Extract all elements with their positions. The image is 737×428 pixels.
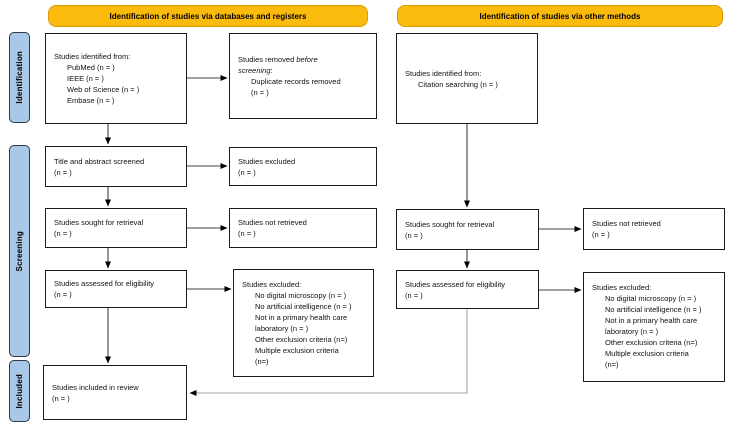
text-line: (n=): [255, 357, 269, 366]
text-line: Web of Science (n = ): [67, 85, 140, 94]
text-line: (n = ): [251, 88, 269, 97]
box-studies-identified-other: Studies identified from: Citation search…: [396, 33, 538, 124]
text-line: (n = ): [54, 167, 72, 177]
text-line: laboratory (n = ): [605, 327, 659, 336]
stage-included-label: Included: [15, 373, 24, 409]
text-line: (n = ): [405, 230, 423, 240]
text-line: Studies sought for retrieval: [405, 219, 495, 229]
stage-identification: Identification: [9, 32, 30, 123]
text-line: Not in a primary health care: [605, 316, 698, 325]
text-line: Not in a primary health care: [255, 313, 348, 322]
box-studies-excluded-screening: Studies excluded (n = ): [229, 147, 377, 186]
text-line: (n = ): [54, 290, 72, 299]
text-line: Studies assessed for eligibility: [405, 279, 506, 289]
text-line: (n = ): [238, 167, 256, 177]
text-line: (n=): [605, 360, 619, 369]
text-line: Studies assessed for eligibility: [54, 279, 155, 288]
text-line: Studies identified from:: [405, 68, 482, 78]
text-line: No artificial intelligence (n = ): [605, 305, 702, 314]
box-title-abstract-screened: Title and abstract screened (n = ): [45, 146, 187, 187]
text-line: (n = ): [238, 229, 256, 238]
text-line: Citation searching (n = ): [418, 79, 498, 89]
box-not-retrieved-databases: Studies not retrieved (n = ): [229, 208, 377, 248]
text-line: Multiple exclusion criteria: [605, 349, 689, 358]
text-line: Embase (n = ): [67, 96, 115, 105]
box-studies-removed-before-screening: Studies removed before screening: Duplic…: [229, 33, 377, 119]
text-line: (n = ): [52, 393, 70, 403]
box-assessed-eligibility-databases: Studies assessed for eligibility (n = ): [45, 270, 187, 308]
text-line: Other exclusion criteria (n=): [605, 338, 698, 347]
box-not-retrieved-other: Studies not retrieved (n = ): [583, 208, 725, 250]
box-excluded-eligibility-other: Studies excluded: No digital microscopy …: [583, 272, 725, 382]
stage-screening-label: Screening: [15, 230, 24, 272]
text-line: Studies identified from:: [54, 52, 131, 61]
header-databases-registers: Identification of studies via databases …: [48, 5, 368, 27]
stage-identification-label: Identification: [15, 51, 24, 104]
text-line: Studies excluded:: [592, 283, 652, 292]
text-line: Other exclusion criteria (n=): [255, 335, 348, 344]
text-line: (n = ): [54, 229, 72, 238]
text-line: Studies included in review: [52, 382, 139, 392]
text-line: No artificial intelligence (n = ): [255, 302, 352, 311]
text-line: Duplicate records removed: [251, 77, 341, 86]
text-line: PubMed (n = ): [67, 63, 115, 72]
box-excluded-eligibility-databases: Studies excluded: No digital microscopy …: [233, 269, 374, 377]
text-line: (n = ): [592, 230, 610, 239]
text-line: Studies removed before: [238, 55, 318, 64]
text-line: Studies not retrieved: [592, 219, 661, 228]
text-line: No digital microscopy (n = ): [255, 291, 347, 300]
box-sought-retrieval-other: Studies sought for retrieval (n = ): [396, 209, 539, 250]
text-line: Studies excluded: [238, 156, 296, 166]
stage-included: Included: [9, 360, 30, 422]
box-studies-identified-databases: Studies identified from: PubMed (n = ) I…: [45, 33, 187, 124]
text-line: laboratory (n = ): [255, 324, 309, 333]
box-assessed-eligibility-other: Studies assessed for eligibility (n = ): [396, 270, 539, 309]
text-line: (n = ): [405, 290, 423, 300]
text-line: Studies excluded:: [242, 280, 302, 289]
header-other-methods: Identification of studies via other meth…: [397, 5, 723, 27]
text-line: Multiple exclusion criteria: [255, 346, 339, 355]
text-line: screening:: [238, 66, 273, 75]
box-sought-retrieval-databases: Studies sought for retrieval (n = ): [45, 208, 187, 248]
stage-screening: Screening: [9, 145, 30, 357]
box-included-in-review: Studies included in review (n = ): [43, 365, 187, 420]
text-line: IEEE (n = ): [67, 74, 104, 83]
text-line: Studies not retrieved: [238, 218, 307, 227]
text-line: No digital microscopy (n = ): [605, 294, 697, 303]
text-line: Studies sought for retrieval: [54, 218, 144, 227]
text-line: Title and abstract screened: [54, 156, 145, 166]
